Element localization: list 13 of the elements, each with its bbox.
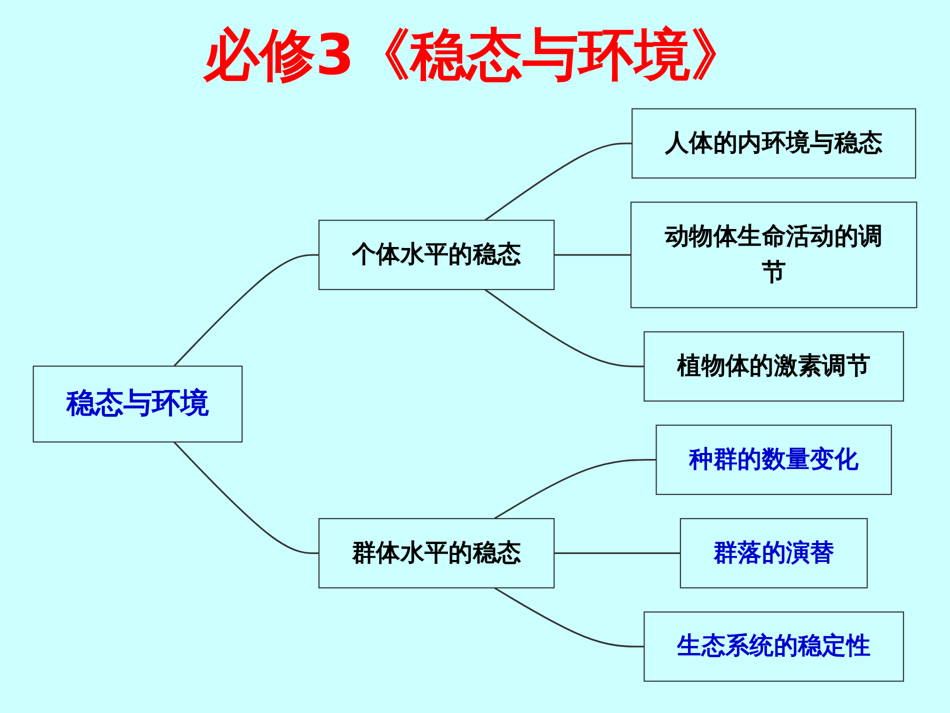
node-box: 群体水平的稳态 — [318, 518, 555, 588]
connector — [494, 587, 644, 648]
connector — [173, 441, 319, 554]
node-box: 群落的演替 — [680, 518, 868, 588]
connector — [173, 254, 319, 367]
connector — [484, 288, 644, 368]
connector — [554, 254, 632, 256]
node-box: 人体的内环境与稳态 — [632, 108, 916, 179]
node-box: 动物体生命活动的调节 — [630, 202, 918, 308]
connector — [494, 459, 656, 520]
connector — [484, 142, 632, 221]
title: 必修3《稳态与环境》 — [202, 22, 748, 90]
connector — [554, 552, 680, 554]
